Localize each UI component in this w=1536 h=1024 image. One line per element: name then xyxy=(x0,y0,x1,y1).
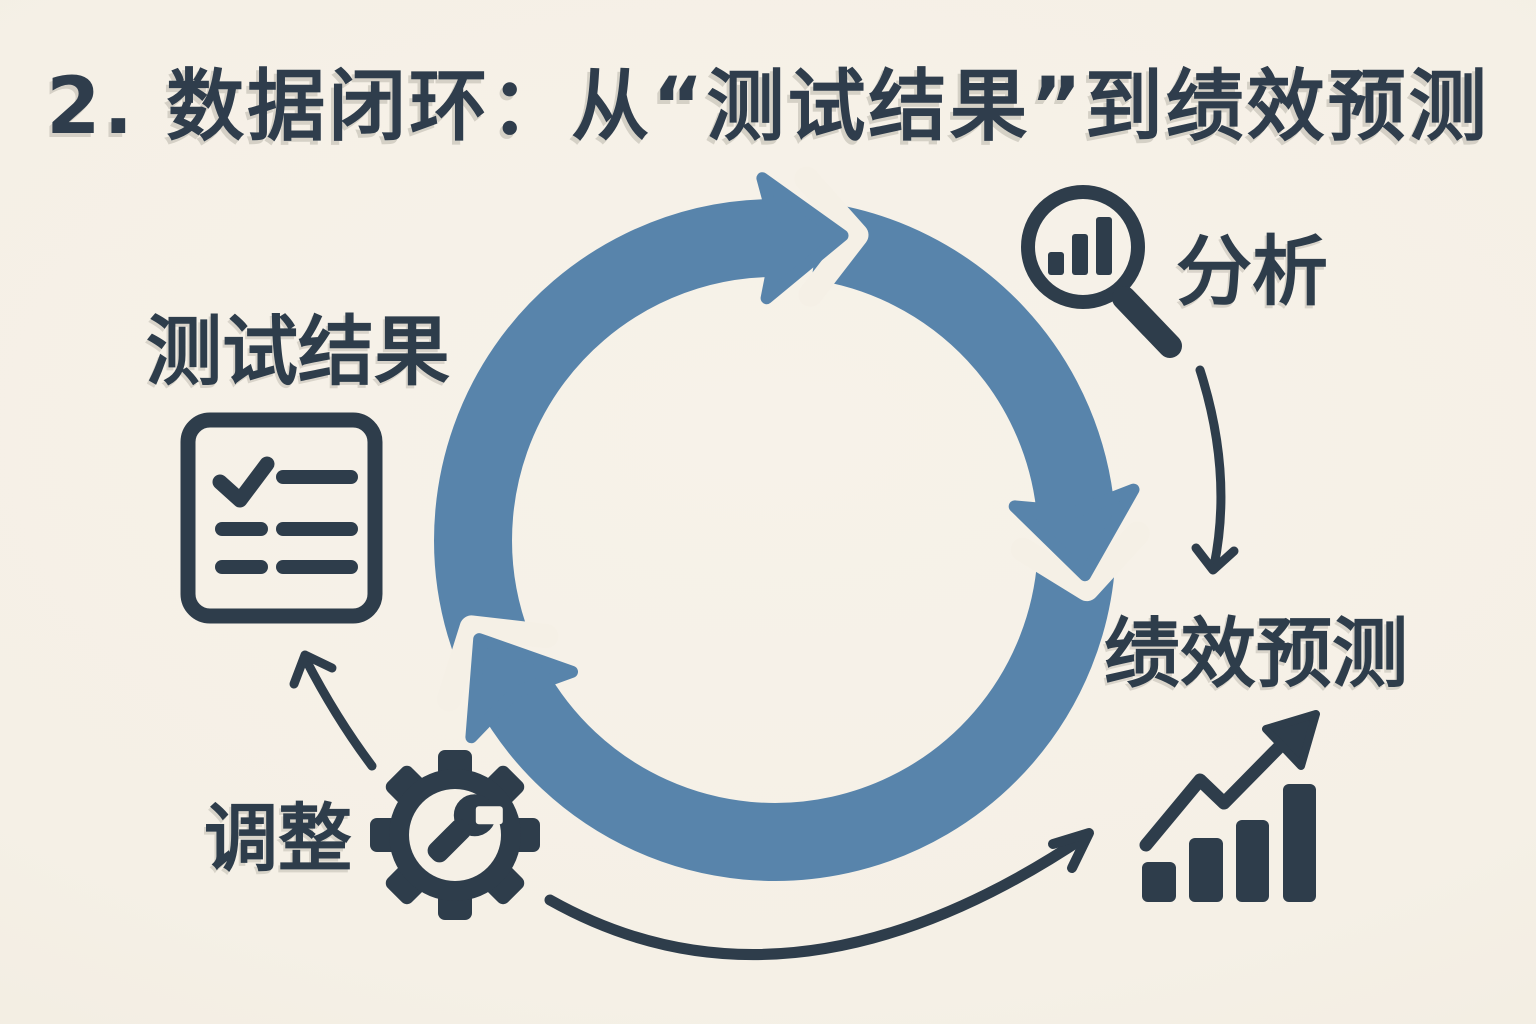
magnifier-handle xyxy=(1112,286,1182,358)
wrench-icon xyxy=(427,794,503,863)
cycle-arc-bottom xyxy=(476,558,1116,881)
cycle-arrowhead-right xyxy=(1008,483,1140,582)
cycle-ring xyxy=(434,166,1150,881)
notch-bottom-left xyxy=(437,615,559,712)
connector-arrows xyxy=(289,365,1239,961)
cycle-arrowhead-bottom-left xyxy=(465,633,578,744)
notch-right xyxy=(1010,521,1150,602)
connector-adjust-to-prediction xyxy=(544,828,1094,961)
connector-adjust-to-test-results xyxy=(289,650,377,771)
connector-arrowhead-down-icon xyxy=(1191,543,1239,575)
trend-line xyxy=(1139,727,1299,852)
cycle-arc-right xyxy=(811,202,1116,523)
connector-analysis-to-prediction xyxy=(1191,365,1239,575)
label-test-results: 测试结果 xyxy=(146,307,450,396)
rising-bar-chart-icon xyxy=(1139,710,1320,902)
gear-wrench-icon xyxy=(370,750,540,920)
label-adjust: 调整 xyxy=(204,796,352,882)
cycle-arrowhead-top xyxy=(756,172,849,305)
cycle-arc-left xyxy=(434,199,776,663)
trend-arrowhead-icon xyxy=(1262,710,1320,770)
connector-arrowhead-upleft-icon xyxy=(289,650,337,689)
label-performance-prediction: 绩效预测 xyxy=(1104,609,1408,698)
checkmark-icon xyxy=(212,456,275,508)
notch-top xyxy=(794,166,869,307)
connector-arrowhead-upright-icon xyxy=(1048,828,1094,873)
checklist-icon xyxy=(180,412,383,624)
magnifier-bar-chart-icon xyxy=(1021,185,1182,358)
page-title: 2. 数据闭环：从“测试结果”到绩效预测 xyxy=(46,62,1490,152)
trend-bars xyxy=(1142,784,1316,902)
mini-bars xyxy=(1048,217,1112,275)
label-analysis: 分析 xyxy=(1176,227,1328,316)
